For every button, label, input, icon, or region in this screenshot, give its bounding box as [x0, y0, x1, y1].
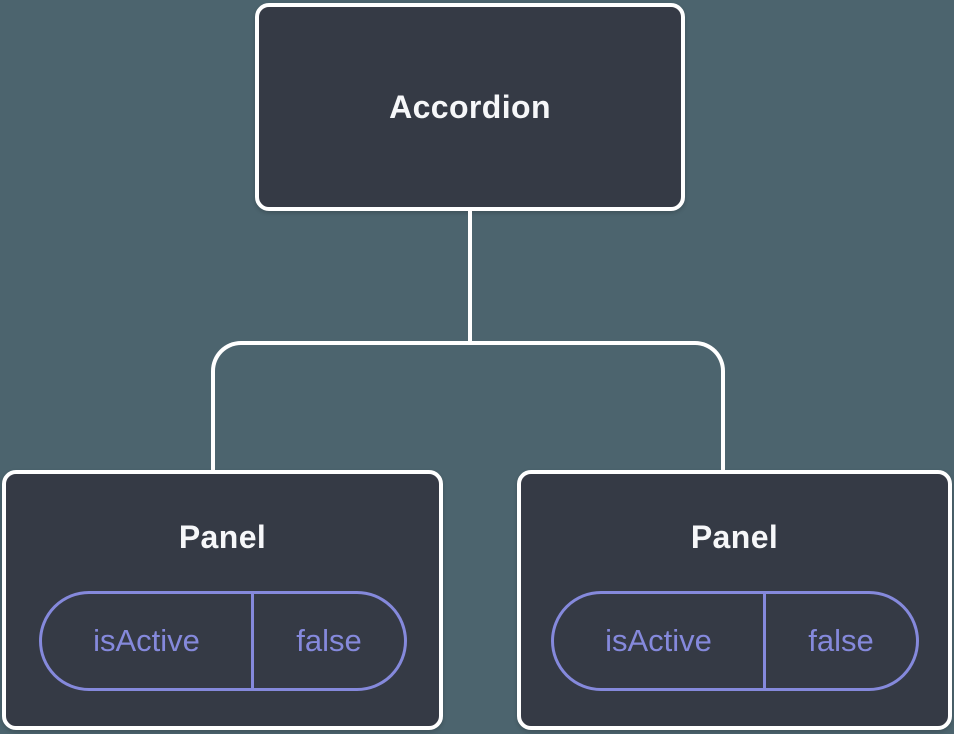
component-node-accordion: Accordion [255, 3, 685, 211]
panel-node-label: Panel [690, 519, 779, 555]
state-value: false [808, 623, 874, 658]
component-node-panel-right: Panel isActive false [517, 470, 952, 730]
tree-connector-branch [211, 341, 725, 470]
state-value: false [296, 623, 362, 658]
accordion-node-label: Accordion [389, 89, 551, 125]
state-name: isActive [554, 594, 767, 688]
tree-connector-stem [468, 211, 472, 345]
panel-node-label: Panel [178, 519, 267, 555]
component-node-panel-left: Panel isActive false [2, 470, 443, 730]
state-name: isActive [42, 594, 255, 688]
state-pill: isActive false [38, 591, 407, 691]
state-pill: isActive false [550, 591, 919, 691]
